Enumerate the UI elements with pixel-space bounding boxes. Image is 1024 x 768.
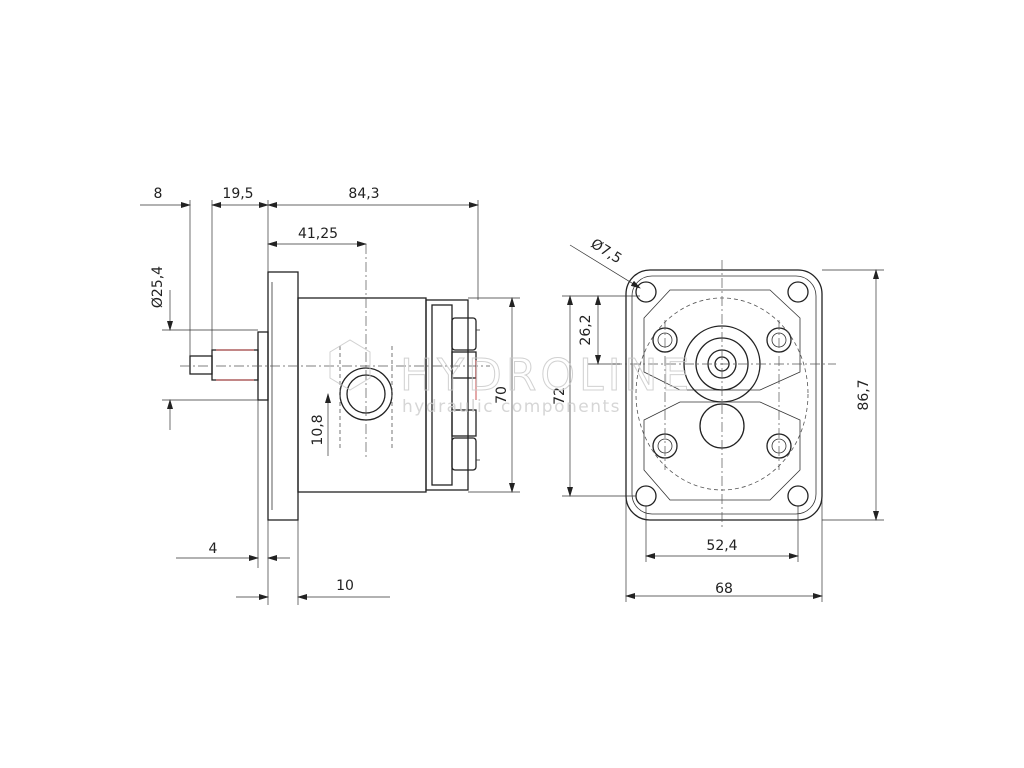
dim-7-5-label: Ø7,5 — [588, 236, 625, 267]
dim-86-7-label: 86,7 — [856, 379, 872, 410]
dim-8-label: 8 — [154, 186, 163, 202]
front-outline — [625, 269, 823, 521]
rear-cover — [425, 299, 469, 491]
dim-26-2-label: 26,2 — [578, 314, 594, 345]
side-view — [180, 244, 490, 521]
dim-41-25-label: 41,25 — [298, 226, 338, 242]
dim-10-8-label: 10,8 — [310, 414, 326, 445]
dim-68-label: 68 — [715, 581, 733, 597]
watermark: HYDROLINE hydraulic components — [329, 339, 693, 417]
watermark-tagline: hydraulic components — [402, 397, 621, 417]
mount-hole-bottom-right — [787, 485, 809, 507]
watermark-brand: HYDROLINE — [400, 350, 693, 401]
flange — [267, 271, 299, 521]
mount-hole-top-left — [635, 281, 657, 303]
side-view-dimensions: 8 19,5 84,3 41,25 Ø25,4 70 10,8 4 10 — [140, 186, 520, 605]
dim-25-4-label: Ø25,4 — [150, 266, 166, 308]
dim-4-label: 4 — [209, 541, 218, 557]
mount-hole-top-right — [787, 281, 809, 303]
front-view — [612, 260, 836, 530]
dim-52-4-label: 52,4 — [706, 538, 737, 554]
front-view-dimensions: Ø7,5 26,2 72 86,7 52,4 68 — [552, 236, 884, 602]
shaft — [211, 349, 259, 381]
dim-19-5-label: 19,5 — [222, 186, 253, 202]
mount-hole-bottom-left — [635, 485, 657, 507]
dim-72-label: 72 — [552, 387, 568, 405]
dim-70-label: 70 — [494, 386, 510, 404]
dim-10-label: 10 — [336, 578, 354, 594]
dim-84-3-label: 84,3 — [348, 186, 379, 202]
watermark-logo — [329, 339, 371, 391]
shaft-tip — [189, 355, 213, 375]
